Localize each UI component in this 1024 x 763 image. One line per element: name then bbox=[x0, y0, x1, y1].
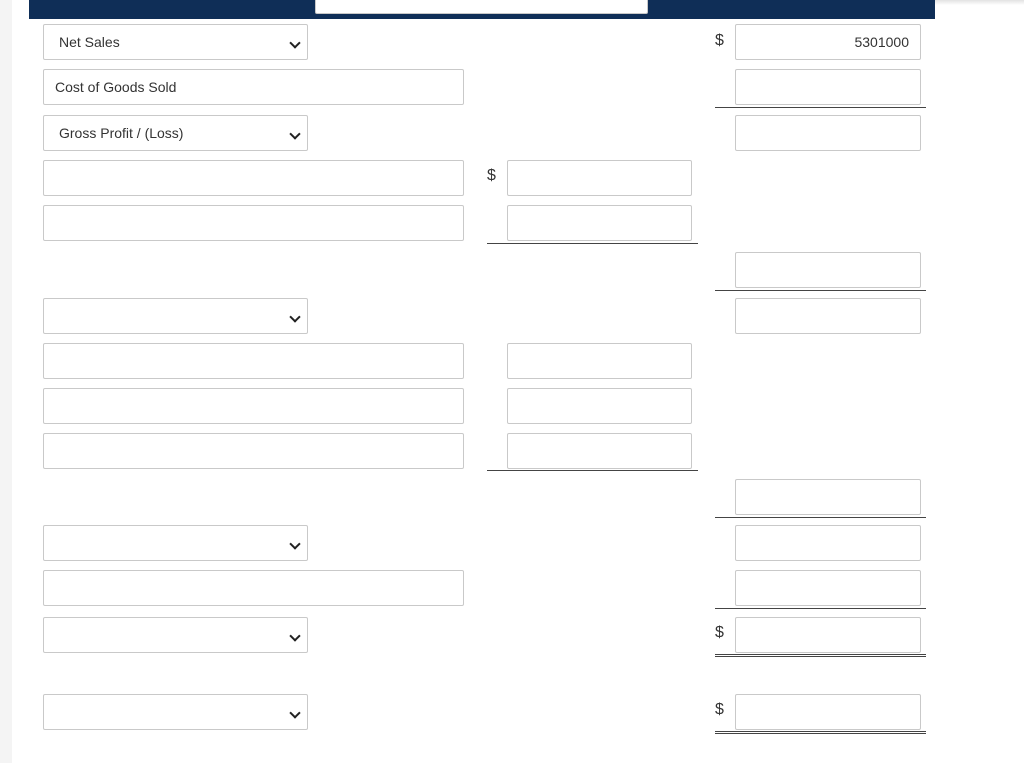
amount-input-right[interactable] bbox=[735, 479, 921, 515]
amount-input-right[interactable] bbox=[735, 252, 921, 288]
subtotal-rule bbox=[715, 608, 926, 609]
amount-value: 5301000 bbox=[854, 34, 909, 50]
amount-input-middle[interactable] bbox=[507, 343, 692, 379]
amount-input-middle[interactable] bbox=[507, 160, 692, 196]
amount-input-gross-profit[interactable] bbox=[735, 115, 921, 151]
subtotal-rule bbox=[487, 470, 698, 471]
subtotal-rule bbox=[715, 290, 926, 291]
account-input[interactable] bbox=[43, 433, 464, 469]
currency-symbol: $ bbox=[487, 167, 496, 184]
account-input[interactable] bbox=[43, 343, 464, 379]
subtotal-rule bbox=[715, 517, 926, 518]
chevron-down-icon bbox=[289, 128, 301, 140]
chevron-down-icon bbox=[289, 538, 301, 550]
top-shadow bbox=[935, 0, 1024, 5]
amount-input-cogs[interactable] bbox=[735, 69, 921, 105]
currency-symbol: $ bbox=[715, 32, 724, 49]
account-input[interactable] bbox=[43, 388, 464, 424]
amount-input-net-sales[interactable]: 5301000 bbox=[735, 24, 921, 60]
amount-input-middle[interactable] bbox=[507, 205, 692, 241]
account-input[interactable] bbox=[43, 160, 464, 196]
chevron-down-icon bbox=[289, 311, 301, 323]
account-input[interactable] bbox=[43, 570, 464, 606]
header-tab bbox=[315, 0, 648, 14]
amount-input-right[interactable] bbox=[735, 617, 921, 653]
total-double-rule bbox=[715, 731, 926, 734]
account-select[interactable] bbox=[43, 617, 308, 653]
account-select-value: Net Sales bbox=[59, 34, 120, 50]
account-select[interactable] bbox=[43, 298, 308, 334]
amount-input-right[interactable] bbox=[735, 694, 921, 730]
account-select[interactable] bbox=[43, 525, 308, 561]
account-input-value: Cost of Goods Sold bbox=[55, 79, 177, 95]
account-select-net-sales[interactable]: Net Sales bbox=[43, 24, 308, 60]
amount-input-middle[interactable] bbox=[507, 433, 692, 469]
total-double-rule bbox=[715, 654, 926, 657]
subtotal-rule bbox=[487, 243, 698, 244]
chevron-down-icon bbox=[289, 707, 301, 719]
currency-symbol: $ bbox=[715, 701, 724, 718]
account-select-value: Gross Profit / (Loss) bbox=[59, 125, 184, 141]
account-select-gross-profit[interactable]: Gross Profit / (Loss) bbox=[43, 115, 308, 151]
subtotal-rule bbox=[715, 107, 926, 108]
amount-input-right[interactable] bbox=[735, 570, 921, 606]
left-gutter bbox=[0, 0, 12, 763]
account-input[interactable] bbox=[43, 205, 464, 241]
currency-symbol: $ bbox=[715, 624, 724, 641]
amount-input-right[interactable] bbox=[735, 525, 921, 561]
amount-input-middle[interactable] bbox=[507, 388, 692, 424]
chevron-down-icon bbox=[289, 630, 301, 642]
account-input-cogs[interactable]: Cost of Goods Sold bbox=[43, 69, 464, 105]
amount-input-right[interactable] bbox=[735, 298, 921, 334]
account-select[interactable] bbox=[43, 694, 308, 730]
chevron-down-icon bbox=[289, 37, 301, 49]
